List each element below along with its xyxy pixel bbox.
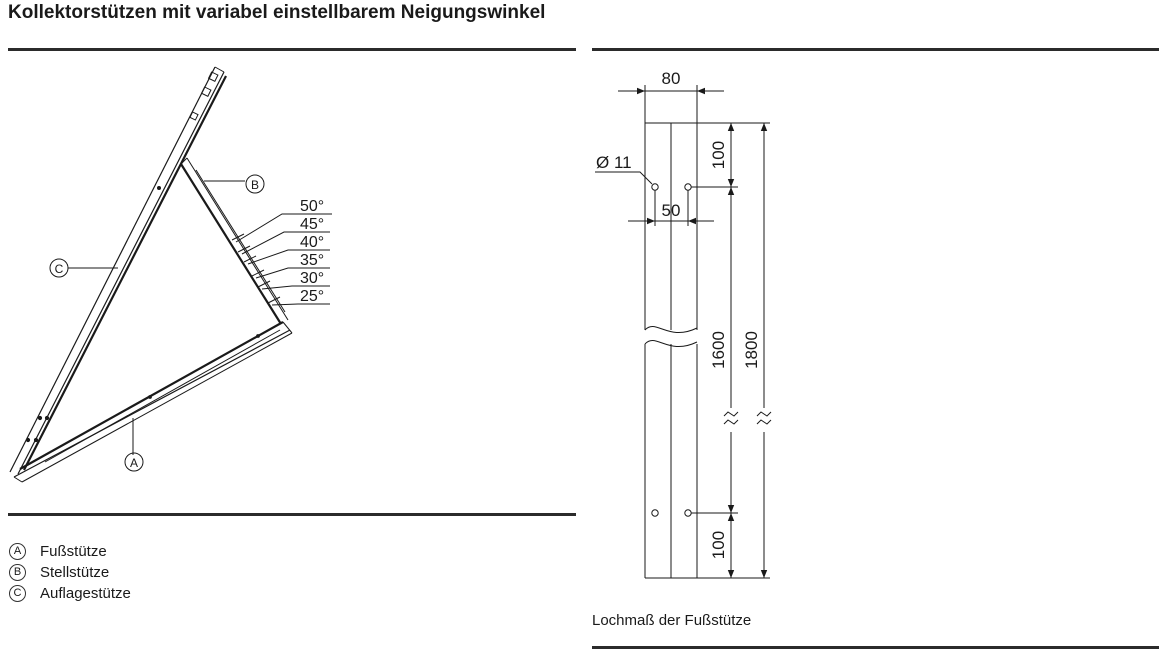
legend-label-b: Stellstütze	[40, 564, 110, 581]
right-bottom-rule	[592, 646, 1159, 649]
legend-item-a: A Fußstütze	[9, 541, 131, 562]
angle-label-50: 50°	[300, 198, 324, 215]
left-bottom-rule	[8, 513, 576, 516]
legend-item-c: C Auflagestütze	[9, 583, 131, 604]
angle-label-40: 40°	[300, 234, 324, 251]
top-offset-label: 100	[709, 141, 728, 169]
base-rail-dimension-drawing	[595, 85, 772, 579]
legend-letter-a: A	[9, 543, 26, 560]
callout-a: A	[124, 452, 144, 472]
svg-text:B: B	[251, 178, 259, 192]
callout-b: B	[245, 174, 265, 194]
legend-label-a: Fußstütze	[40, 543, 107, 560]
legend-letter-b: B	[9, 564, 26, 581]
hole-diameter-label: Ø 11	[596, 153, 632, 172]
hole-distance-label: 1600	[709, 331, 728, 369]
hole-spacing-label: 50	[662, 201, 681, 220]
page-title: Kollektorstützen mit variabel einstellba…	[8, 2, 546, 23]
angle-label-30: 30°	[300, 270, 324, 287]
adjust-strut-b	[180, 157, 289, 325]
total-length-label: 1800	[742, 331, 761, 369]
drawing-caption: Lochmaß der Fußstütze	[592, 612, 752, 629]
left-top-rule	[8, 48, 576, 51]
legend-label-c: Auflagestütze	[40, 585, 131, 602]
angle-label-25: 25°	[300, 288, 324, 305]
collector-support-diagram	[9, 66, 332, 483]
angle-label-35: 35°	[300, 252, 324, 269]
right-top-rule	[592, 48, 1159, 51]
support-rail-c	[9, 66, 227, 475]
svg-text:A: A	[130, 456, 138, 470]
base-rail-a	[13, 321, 293, 483]
legend-letter-c: C	[9, 585, 26, 602]
angle-leaders	[235, 213, 332, 306]
width-80-label: 80	[662, 69, 681, 88]
bottom-offset-label: 100	[709, 531, 728, 559]
callout-c: C	[49, 258, 69, 278]
svg-text:C: C	[55, 262, 64, 276]
legend-item-b: B Stellstütze	[9, 562, 131, 583]
angle-label-45: 45°	[300, 216, 324, 233]
legend: A Fußstütze B Stellstütze C Auflagestütz…	[9, 541, 131, 604]
